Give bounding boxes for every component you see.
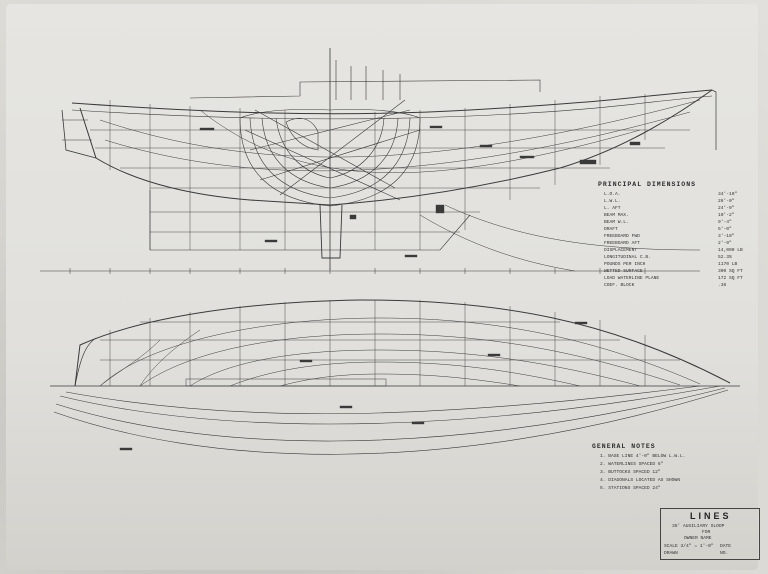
note-item: 4. DIAGONALS LOCATED AS SHOWN xyxy=(600,478,680,483)
dim-value: 52.3% xyxy=(718,255,732,260)
dim-label: POUNDS PER INCH xyxy=(604,262,646,267)
dim-value: 1170 LB xyxy=(718,262,738,267)
note-item: 2. WATERLINES SPACED 6" xyxy=(600,462,664,467)
drawing-sheet xyxy=(6,4,758,570)
title-number: NO. xyxy=(720,551,729,556)
dim-label: L.W.L. xyxy=(604,199,621,204)
dim-label: LOAD WATERLINE PLANE xyxy=(604,276,660,281)
dim-label: LONGITUDINAL C.B. xyxy=(604,255,651,260)
dim-label: DISPLACEMENT xyxy=(604,248,638,253)
title-block xyxy=(660,508,760,560)
dim-label: DRAFT xyxy=(604,227,618,232)
dim-label: L. AFT xyxy=(604,206,621,211)
dim-label: COEF. BLOCK xyxy=(604,283,635,288)
dim-value: 2'-9" xyxy=(718,241,732,246)
note-item: 3. BUTTOCKS SPACED 12" xyxy=(600,470,661,475)
profile-view xyxy=(40,48,717,274)
dim-value: 34'-10" xyxy=(718,192,738,197)
dim-value: 26'-0" xyxy=(718,199,735,204)
dim-value: 24'-9" xyxy=(718,206,735,211)
dim-label: FREEBOARD AFT xyxy=(604,241,640,246)
title-scale: SCALE 3/4" = 1'-0" xyxy=(664,544,714,549)
note-item: 1. BASE LINE 4'-0" BELOW L.W.L. xyxy=(600,454,686,459)
principal-dimensions-title: PRINCIPAL DIMENSIONS xyxy=(598,181,697,188)
title-line-1: 35' AUXILIARY SLOOP xyxy=(672,524,725,529)
title-line-2: FOR xyxy=(702,530,711,535)
title-drawn: DRAWN xyxy=(664,551,678,556)
title-line-3: OWNER NAME xyxy=(684,536,712,541)
dim-value: .36 xyxy=(718,283,727,288)
note-item: 5. STATIONS SPACED 24" xyxy=(600,486,661,491)
dim-label: WETTED SURFACE xyxy=(604,269,643,274)
dim-value: 10'-2" xyxy=(718,213,735,218)
dim-label: BEAM W.L. xyxy=(604,220,629,225)
dim-value: 3'-10" xyxy=(718,234,735,239)
dim-value: 172 SQ FT xyxy=(718,276,743,281)
general-notes-title: GENERAL NOTES xyxy=(592,443,656,450)
dim-value: 5'-0" xyxy=(718,227,732,232)
dim-value: 14,000 LB xyxy=(718,248,743,253)
dim-value: 300 SQ FT xyxy=(718,269,743,274)
half-breadth-plan xyxy=(50,299,740,455)
dim-label: FREEBOARD FWD xyxy=(604,234,640,239)
dim-label: BEAM MAX. xyxy=(604,213,629,218)
drawing-title: LINES xyxy=(690,511,732,521)
title-date: DATE xyxy=(720,544,732,549)
dim-value: 9'-4" xyxy=(718,220,732,225)
body-plan xyxy=(239,48,421,270)
dim-label: L.O.A. xyxy=(604,192,621,197)
